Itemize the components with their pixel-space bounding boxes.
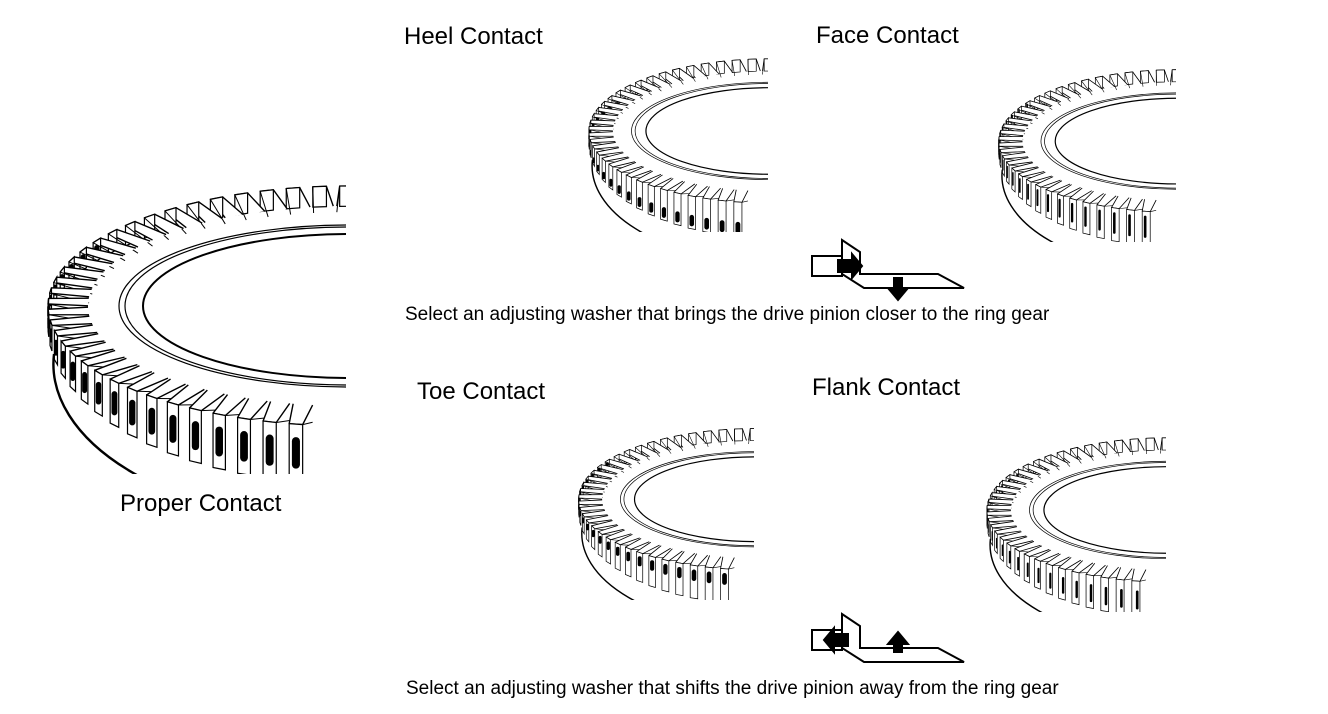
- label-proper-contact: Proper Contact: [120, 490, 282, 517]
- label-flank-contact: Flank Contact: [812, 374, 961, 401]
- gear-heel: [588, 58, 768, 232]
- label-toe-contact: Toe Contact: [417, 378, 546, 405]
- label-heel-contact: Heel Contact: [404, 23, 543, 50]
- adjustment-diagram-closer: [811, 238, 965, 302]
- caption-away: Select an adjusting washer that shifts t…: [406, 678, 1059, 699]
- gear-toe: [578, 428, 754, 600]
- gear-face: [998, 69, 1176, 242]
- label-face-contact: Face Contact: [816, 22, 959, 49]
- caption-closer: Select an adjusting washer that brings t…: [405, 304, 1050, 325]
- adjustment-diagram-away: [811, 612, 965, 663]
- gear-flank: [986, 437, 1166, 612]
- gear-proper: [47, 185, 346, 474]
